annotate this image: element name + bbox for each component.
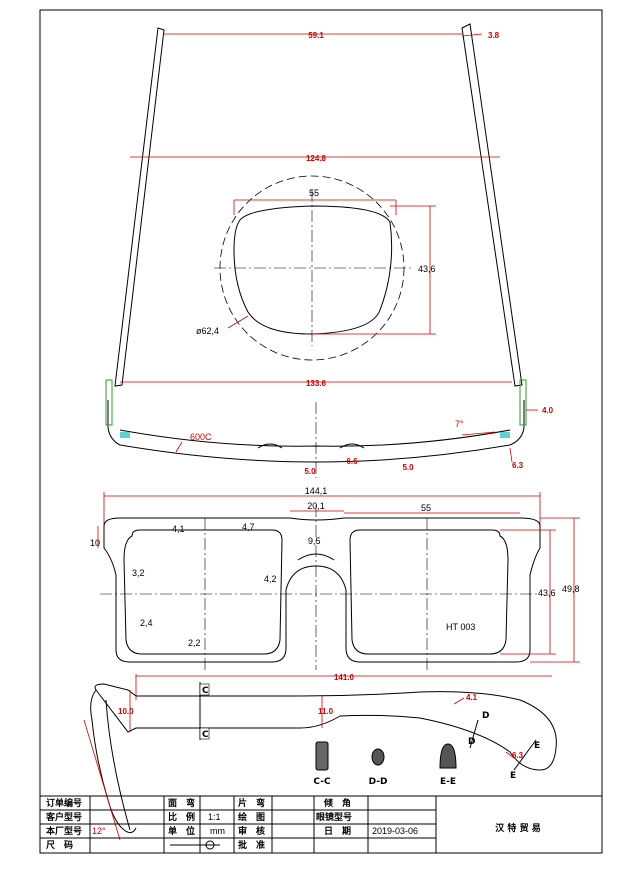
factory-model-value: 12°	[92, 826, 106, 836]
tilt-label: 倾 角	[323, 797, 351, 809]
company-name: 汉 特 贸 易	[495, 822, 540, 834]
bottom-rim: 2,2	[188, 638, 201, 648]
dim-angle: 7°	[455, 419, 464, 429]
section-dd-shape	[371, 748, 385, 766]
factory-model-label: 本厂型号	[46, 825, 82, 837]
lens-width-front: 55	[421, 503, 431, 513]
unit-value: mm	[210, 826, 225, 836]
front-inner	[119, 429, 511, 447]
review-label: 审 核	[238, 825, 265, 837]
total-width: 144,1	[305, 486, 328, 496]
temple-height: 11.0	[318, 707, 334, 716]
section-ee-shape	[439, 743, 457, 769]
right-temple	[461, 23, 523, 387]
left-lens	[123, 529, 283, 655]
top-view: 59.1 3.8 124.8 133.6 4.0 7° 6.3 5.0 6.6 …	[105, 23, 554, 478]
side-view: 141.0 10.0 C C 11.0 4.1 D D 6.3 E E C-C …	[83, 673, 557, 841]
section-d-top: D	[482, 711, 489, 721]
dim-temple-thickness: 3.8	[488, 31, 500, 40]
customer-model-label: 客户型号	[45, 811, 82, 823]
bottom-rim-side: 2,4	[140, 618, 153, 628]
top-rim-left: 4,1	[172, 524, 185, 534]
temple-side	[94, 683, 557, 771]
model-label: HT 003	[446, 622, 475, 632]
lens-curve-label: 片 弯	[238, 797, 265, 809]
lens-detail: 55 43,6 ø62,4	[196, 175, 436, 361]
drawing-label: 绘 图	[238, 811, 265, 823]
unit-label: 单 位	[168, 825, 195, 837]
right-lens	[349, 529, 509, 655]
left-hinge	[105, 379, 113, 426]
section-c-bottom: C	[202, 730, 209, 740]
dim-bridge-left: 5.0	[304, 467, 316, 476]
side-rim: 3,2	[132, 568, 145, 578]
title-block: 订单编号 客户型号 本厂型号 12° 尺 码 面 弯 比 例 1:1 单 位 m…	[39, 795, 603, 854]
tip-end: 6.3	[512, 751, 524, 760]
temple-length: 141.0	[334, 673, 355, 682]
lens-width: 55	[309, 188, 319, 198]
section-cc-label: C-C	[313, 777, 331, 787]
section-dd-label: D-D	[369, 777, 388, 787]
right-hinge	[519, 379, 527, 426]
section-cc-shape	[315, 741, 329, 771]
dim-tip-thickness: 6.3	[512, 461, 524, 470]
lens-diameter: ø62,4	[196, 326, 219, 336]
dim-bridge-right: 5.0	[402, 463, 414, 472]
front-view: 144,1 20,1 55 4,1 4,7 10 9,5 3,2 4,2 2,4…	[90, 486, 580, 670]
scale-value: 1:1	[208, 812, 221, 822]
date-value: 2019-03-06	[372, 826, 418, 836]
order-no-label: 订单编号	[46, 797, 82, 809]
section-ee-label: E-E	[440, 777, 456, 787]
lens-outline	[233, 205, 393, 335]
dim-inner-width: 124.8	[306, 154, 327, 163]
size-label: 尺 码	[46, 840, 73, 851]
mirror-model-label: 眼镜型号	[316, 811, 352, 823]
section-d-bottom: D	[468, 737, 475, 747]
dim-temple-width: 59.1	[308, 31, 324, 40]
side-height: 10	[90, 538, 100, 548]
section-e-bottom: E	[510, 771, 516, 781]
total-height: 49,8	[562, 584, 580, 594]
curve-label: 600C	[190, 432, 212, 442]
lens-height: 43,6	[418, 264, 436, 274]
bridge-height: 9,5	[308, 536, 321, 546]
lens-height-front: 43,6	[538, 588, 556, 598]
front-height: 10.0	[118, 707, 134, 716]
approve-label: 批 准	[238, 839, 265, 851]
date-label: 日 期	[324, 825, 351, 837]
left-temple	[114, 27, 165, 387]
nose-rim: 4,2	[264, 574, 277, 584]
frame-outline	[103, 517, 541, 663]
dim-bridge-mid: 6.6	[346, 457, 358, 466]
scale-label: 比 例	[168, 811, 195, 823]
dim-front-width: 133.6	[306, 379, 327, 388]
face-curve-label: 面 弯	[168, 797, 195, 809]
dim-hinge-thickness: 4.0	[542, 406, 554, 415]
section-c-top: C	[202, 686, 209, 696]
tip-thickness: 4.1	[466, 693, 478, 702]
top-rim-mid: 4,7	[242, 522, 255, 532]
section-e-top: E	[534, 741, 540, 751]
